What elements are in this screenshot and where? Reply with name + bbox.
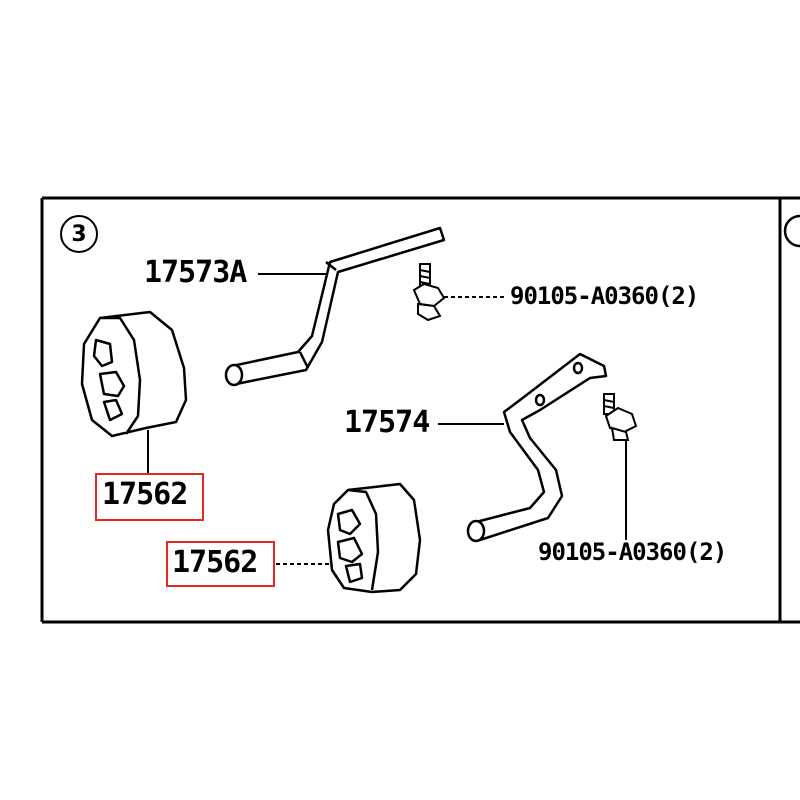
part-label-bolt-bottom: 90105-A0360(2) [538, 538, 727, 566]
part-label-cushion-bottom: 17562 [172, 545, 258, 580]
part-label-bolt-top: 90105-A0360(2) [510, 282, 699, 310]
section-number: 3 [71, 221, 87, 247]
leader-lines [147, 273, 627, 565]
cushion-top-drawing [80, 310, 188, 438]
bolt-bottom-drawing [603, 393, 638, 441]
hanger-17574-drawing [466, 352, 608, 543]
hanger-17573a-drawing [224, 226, 446, 387]
highlight-box-top [95, 473, 204, 521]
part-label-17573a: 17573A [144, 255, 247, 290]
next-panel-circle [783, 214, 800, 248]
bolt-top-drawing [412, 263, 446, 322]
highlight-box-bottom [166, 541, 275, 587]
part-label-17574: 17574 [344, 405, 430, 440]
part-label-cushion-top: 17562 [102, 477, 188, 512]
cushion-bottom-drawing [326, 482, 422, 594]
section-number-badge: 3 [60, 215, 98, 253]
panel-frame [40, 196, 800, 624]
